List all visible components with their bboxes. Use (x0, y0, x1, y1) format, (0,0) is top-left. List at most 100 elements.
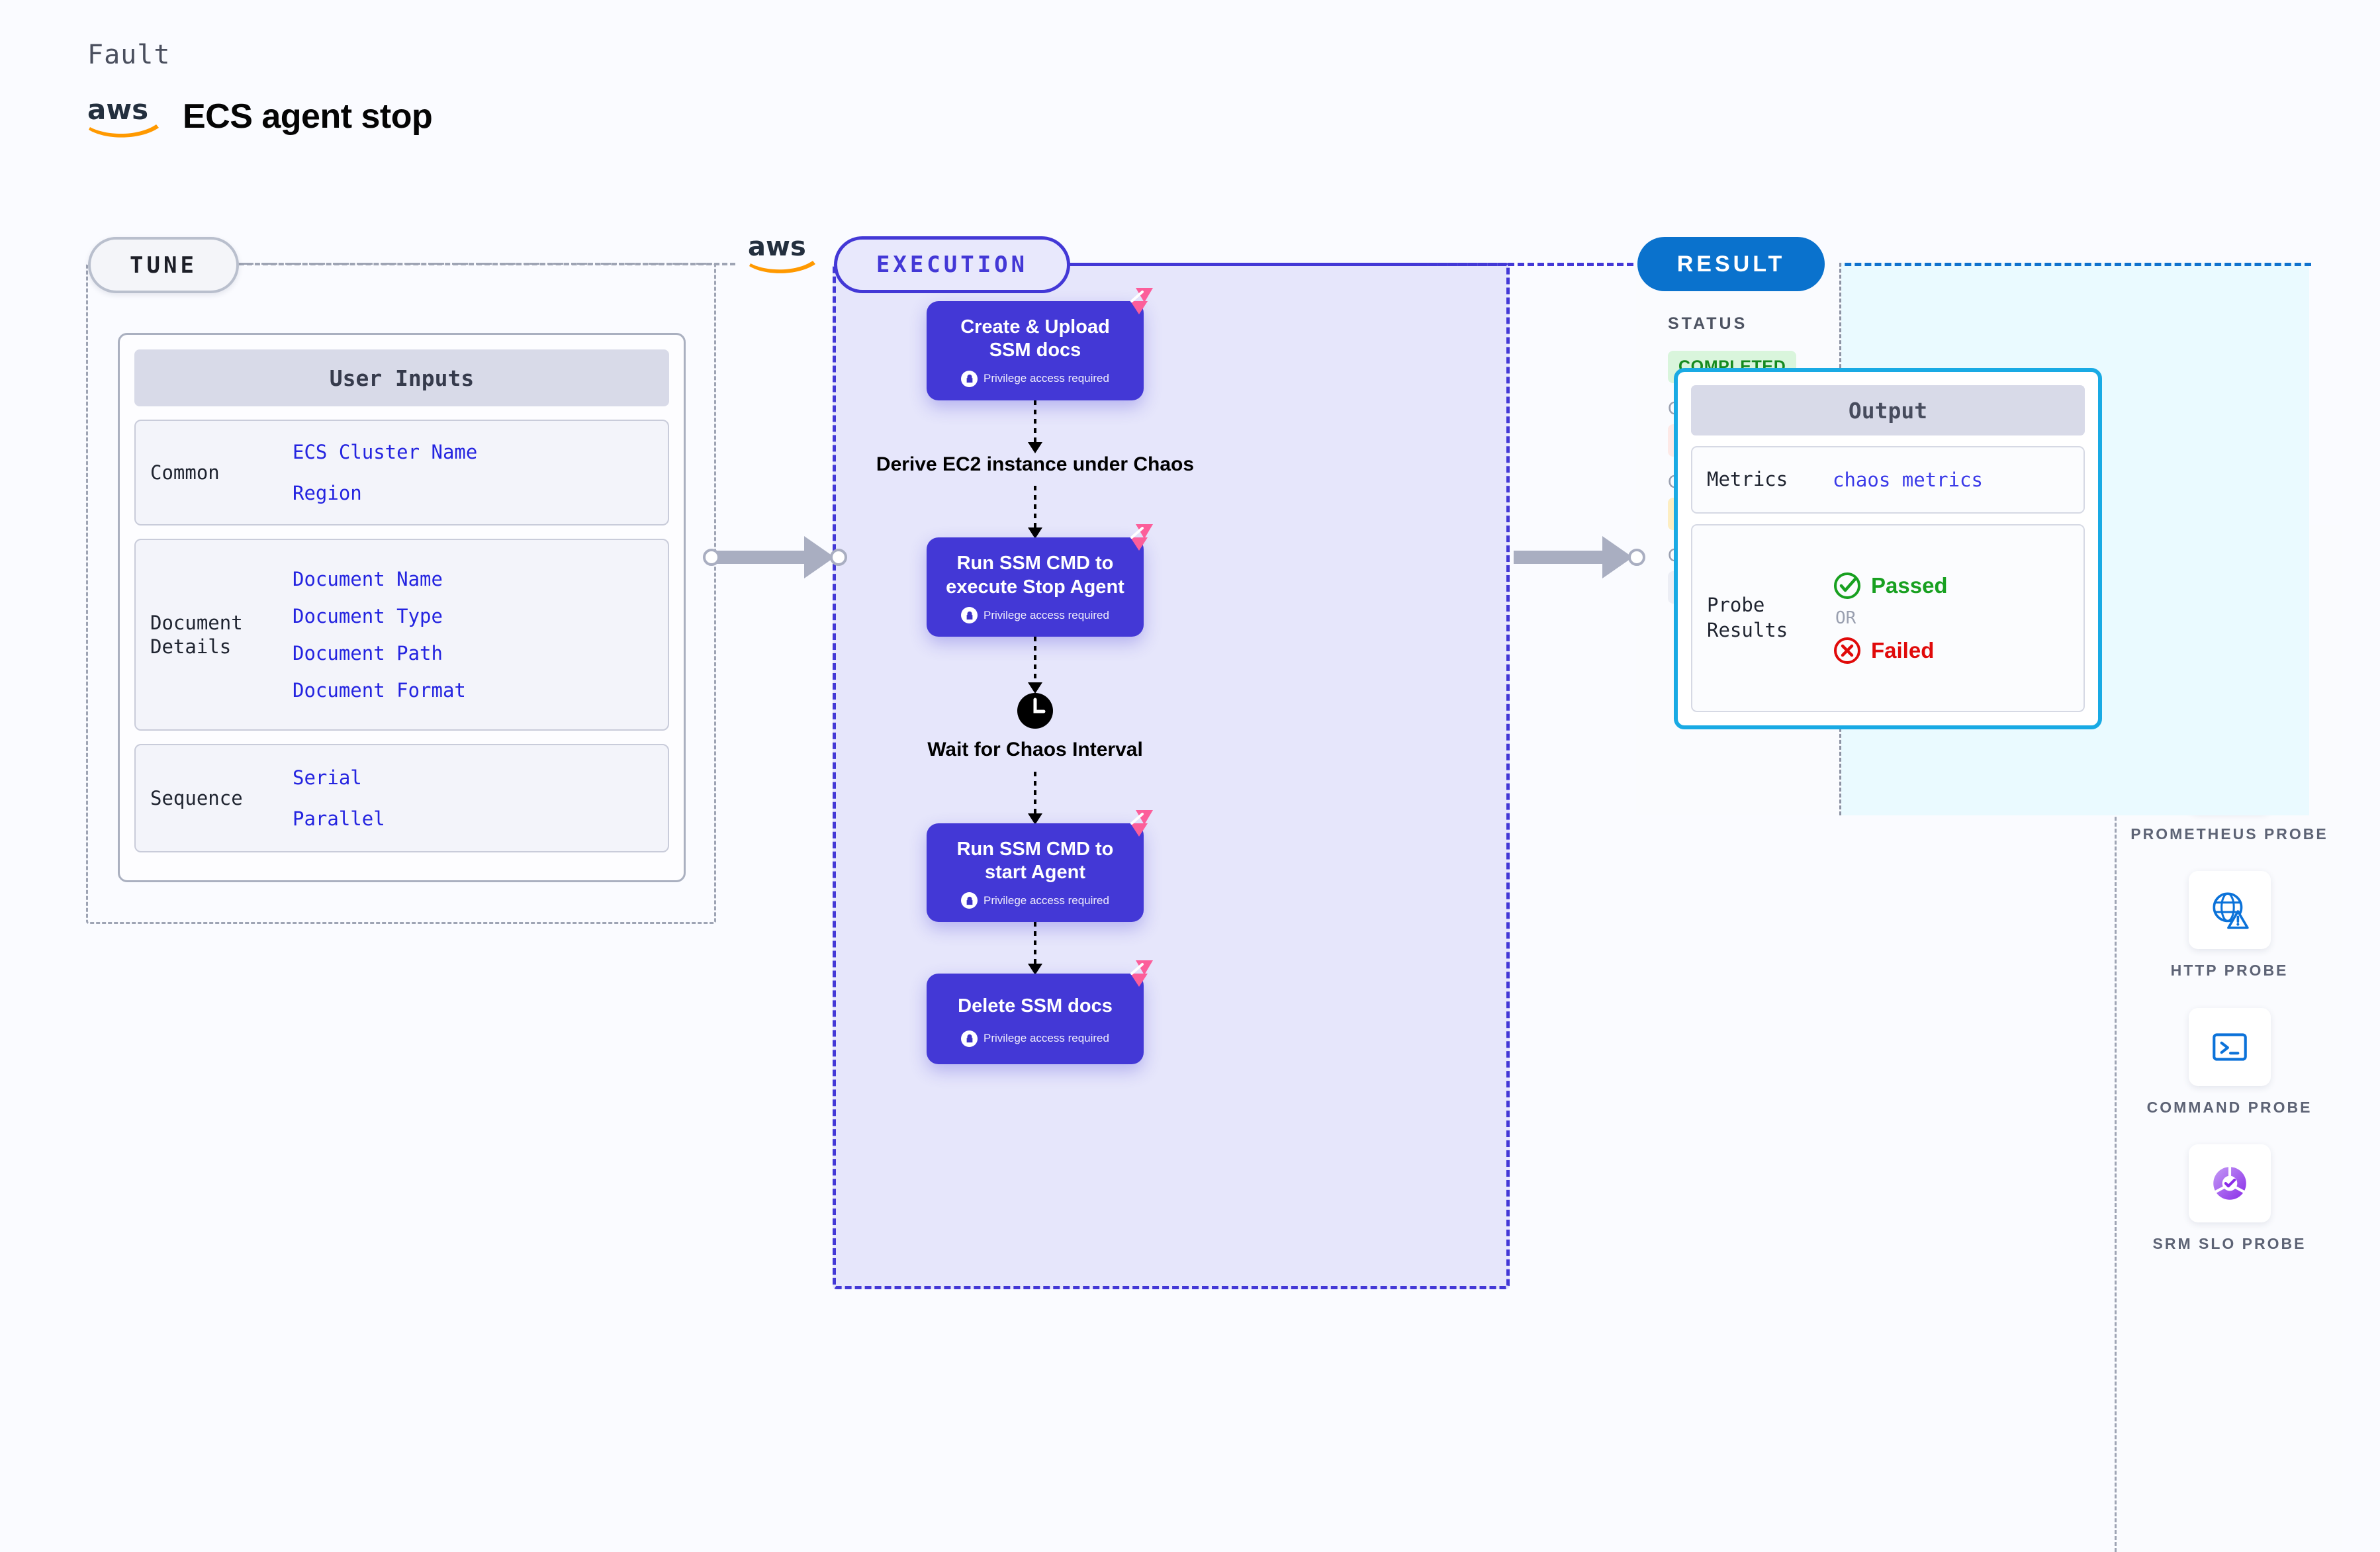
flow-text-wait-for-chaos-interval: Wait for Chaos Interval (927, 739, 1143, 760)
input-value[interactable]: Document Format (293, 679, 466, 702)
x-circle-icon (1834, 637, 1860, 664)
failed-label: Failed (1871, 638, 1935, 663)
input-group-sequence: Sequence Serial Parallel (134, 744, 669, 852)
result-badge: RESULT (1637, 237, 1825, 291)
execution-panel-border (833, 263, 1510, 1289)
flow-node-delete-ssm-docs[interactable]: Delete SSM docs Privilege access require… (927, 960, 1153, 1064)
input-group-values: Document Name Document Type Document Pat… (293, 568, 466, 702)
execution-flow: Create & Upload SSM docs Privilege acces… (833, 288, 1238, 1064)
privilege-note-text: Privilege access required (984, 1032, 1109, 1045)
page-title: ECS agent stop (183, 97, 433, 136)
flow-connector (1028, 771, 1042, 825)
http-globe-icon (2212, 892, 2249, 929)
arrow-tune-to-execution (703, 536, 847, 578)
chaos-badge-icon (1130, 288, 1153, 314)
probe-item-srm-slo[interactable]: SRM SLO PROBE (2117, 1144, 2342, 1254)
probe-item-http[interactable]: HTTP PROBE (2117, 871, 2342, 981)
flow-node-title: Run SSM CMD to execute Stop Agent (946, 553, 1124, 598)
flow-node-title: Delete SSM docs (958, 995, 1113, 1017)
privilege-note: Privilege access required (938, 370, 1132, 387)
title-row: aws ECS agent stop (87, 95, 433, 138)
chaos-badge-icon (1130, 809, 1153, 837)
input-value[interactable]: Document Name (293, 568, 443, 590)
result-dashed-connector (1825, 263, 2311, 266)
status-label: STATUS (1668, 314, 1748, 333)
input-group-common: Common ECS Cluster Name Region (134, 420, 669, 525)
lock-icon (961, 892, 978, 909)
metrics-value[interactable]: chaos metrics (1833, 469, 1983, 492)
probe-icon-box (2188, 871, 2271, 950)
probe-label: COMMAND PROBE (2146, 1098, 2312, 1116)
privilege-note-text: Privilege access required (984, 372, 1109, 385)
check-circle-icon (1834, 572, 1860, 600)
lock-icon (961, 607, 978, 623)
probe-verdicts: Passed OR Failed (1833, 571, 1948, 665)
result-panel: RESULT STATUS COMPLETED OR ERRORED OR QU… (1636, 237, 2311, 815)
input-group-values: ECS Cluster Name Region (293, 441, 477, 504)
flow-node-run-ssm-cmd-start-agent[interactable]: Run SSM CMD to start Agent Privilege acc… (927, 809, 1153, 923)
flow-wait-step: Wait for Chaos Interval (927, 692, 1143, 762)
arrow-execution-to-result (1514, 536, 1645, 578)
verdict-passed: Passed (1833, 571, 1948, 600)
privilege-note: Privilege access required (938, 607, 1132, 623)
user-inputs-card: User Inputs Common ECS Cluster Name Regi… (118, 333, 686, 882)
flow-connector (1028, 637, 1042, 694)
metrics-label: Metrics (1707, 468, 1788, 491)
verdict-failed: Failed (1833, 636, 1948, 665)
input-group-label: Common (150, 461, 220, 484)
probe-results-label: Probe Results (1707, 594, 1788, 642)
passed-label: Passed (1871, 573, 1948, 598)
flow-node-create-upload-ssm-docs[interactable]: Create & Upload SSM docs Privilege acces… (927, 288, 1153, 400)
flow-node-title: Run SSM CMD to start Agent (956, 838, 1114, 883)
input-group-label: Sequence (150, 786, 243, 809)
flow-node-title: Create & Upload SSM docs (960, 316, 1110, 361)
chaos-badge-icon (1130, 524, 1153, 551)
execution-dashed-connector (1071, 263, 1762, 266)
input-value[interactable]: ECS Cluster Name (293, 441, 478, 463)
lock-icon (961, 370, 978, 387)
probe-item-command[interactable]: COMMAND PROBE (2117, 1007, 2342, 1118)
probe-icon-box (2188, 1007, 2271, 1086)
input-value[interactable]: Region (293, 482, 362, 504)
aws-logo-icon: aws (748, 233, 815, 273)
fault-kicker: Fault (87, 40, 171, 70)
output-row-metrics: Metrics chaos metrics (1691, 446, 2085, 514)
input-value[interactable]: Document Path (293, 642, 443, 664)
privilege-note: Privilege access required (938, 1030, 1132, 1047)
chaos-badge-icon (1130, 960, 1153, 987)
probe-label: HTTP PROBE (2170, 962, 2289, 980)
input-group-document-details: Document Details Document Name Document … (134, 539, 669, 731)
aws-logo: aws (87, 95, 159, 138)
privilege-note-text: Privilege access required (984, 893, 1109, 907)
output-title: Output (1691, 385, 2085, 436)
output-row-probe-results: Probe Results Passed OR Failed (1691, 524, 2085, 712)
input-value[interactable]: Document Type (293, 605, 443, 627)
flow-connector (1028, 486, 1042, 539)
execution-badge: EXECUTION (834, 236, 1070, 293)
probe-label: SRM SLO PROBE (2152, 1234, 2307, 1252)
input-value[interactable]: Parallel (293, 807, 385, 830)
probe-icon-box (2188, 1144, 2271, 1222)
page-header: Fault aws ECS agent stop (87, 40, 433, 138)
privilege-note: Privilege access required (938, 892, 1132, 909)
tune-badge: TUNE (88, 237, 239, 293)
tune-panel: TUNE aws User Inputs Common ECS Cluster … (86, 233, 815, 924)
probe-label: PROMETHEUS PROBE (2130, 825, 2328, 843)
execution-panel: EXECUTION Create & Upload SSM docs Privi… (833, 236, 2342, 1552)
input-value[interactable]: Serial (293, 766, 362, 789)
input-group-label: Document Details (150, 611, 243, 658)
flow-text-derive-ec2-instance: Derive EC2 instance under Chaos (876, 453, 1195, 475)
terminal-icon (2212, 1032, 2247, 1061)
flow-connector (1028, 400, 1042, 453)
privilege-note-text: Privilege access required (984, 608, 1109, 621)
input-group-values: Serial Parallel (293, 766, 385, 830)
lock-icon (961, 1030, 978, 1047)
output-card: Output Metrics chaos metrics Probe Resul… (1674, 368, 2102, 729)
srm-slo-icon (2213, 1165, 2246, 1200)
svg-text:aws: aws (748, 233, 806, 262)
clock-icon (1017, 693, 1053, 729)
flow-node-run-ssm-cmd-stop-agent[interactable]: Run SSM CMD to execute Stop Agent Privil… (927, 524, 1153, 637)
tune-dashed-connector (239, 263, 735, 265)
svg-text:aws: aws (87, 95, 148, 126)
or-separator: OR (1835, 608, 1856, 629)
